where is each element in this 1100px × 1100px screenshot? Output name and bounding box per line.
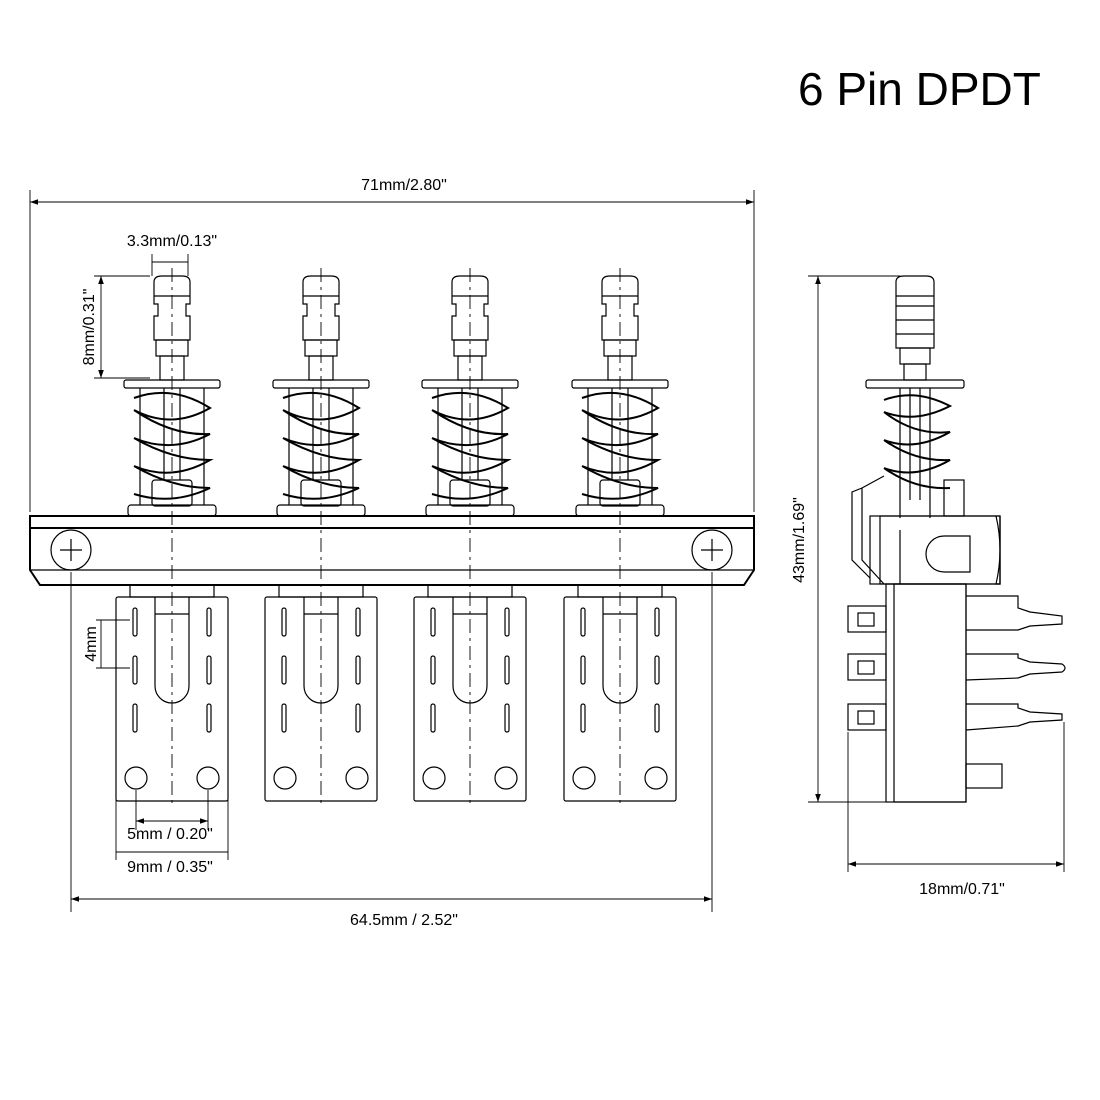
hole-spacing-dimensions: 5mm / 0.20" 9mm / 0.35" [115,790,229,876]
plunger-height-dimension: 8mm/0.31" [81,275,150,379]
mounting-hole-spacing-label: 64.5mm / 2.52" [350,912,458,929]
mounting-hole-left [50,529,92,571]
plunger-width-dimension: 3.3mm/0.13" [127,233,217,276]
diagram-title: 6 Pin DPDT [798,63,1041,115]
mounting-hole-spacing-dimension: 64.5mm / 2.52" [70,572,713,929]
pin-pitch-label: 4mm [83,626,100,662]
plunger-height-label: 8mm/0.31" [81,289,98,366]
side-depth-label: 18mm/0.71" [919,881,1005,898]
plunger-width-label: 3.3mm/0.13" [127,233,217,250]
outer-hole-spacing-label: 9mm / 0.35" [127,859,213,876]
mounting-bar [29,515,755,586]
overall-length-dimension: 71mm/2.80" [29,177,755,512]
center-lines [171,268,621,805]
overall-length-label: 71mm/2.80" [361,177,447,194]
mounting-hole-right [691,529,733,571]
pin-pitch-dimension: 4mm [83,619,130,669]
side-view: 43mm/1.69" 18mm/0.71" [791,275,1066,898]
inner-hole-spacing-label: 5mm / 0.20" [127,826,213,843]
overall-height-label: 43mm/1.69" [791,497,808,583]
